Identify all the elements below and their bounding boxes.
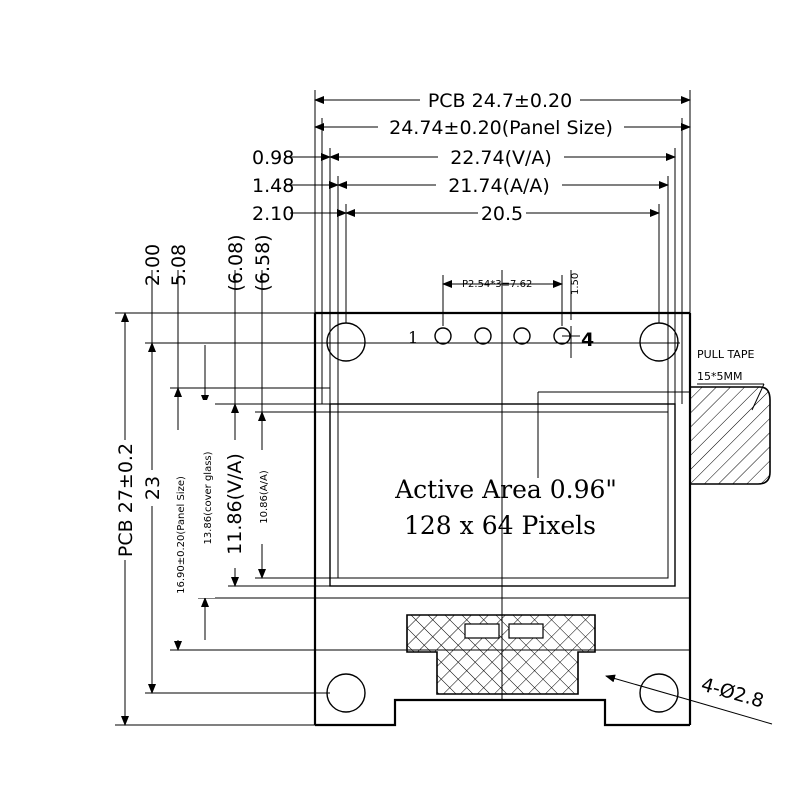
pcb-height-label: PCB 27±0.2 (115, 443, 137, 557)
active-area-title: Active Area 0.96" (394, 475, 617, 504)
top-offset-658-label: (6.58) (252, 234, 274, 291)
pin-2 (474, 327, 492, 345)
panel-height-label: 16.90±0.20(Panel Size) (176, 476, 187, 594)
hole-vspan-label: 23 (142, 476, 164, 500)
pin-3 (513, 327, 531, 345)
top-offset-200-label: 2.00 (142, 244, 164, 286)
pin-diameter-label: 1.50 (570, 273, 581, 295)
mounting-hole-bottom-left (326, 673, 366, 713)
va-offset-label: 0.98 (252, 147, 294, 169)
mounting-hole-top-left (326, 322, 366, 362)
mounting-hole-bottom-right (639, 673, 679, 713)
hole-offset-label: 2.10 (252, 203, 294, 225)
pin-first-label: 1 (408, 328, 418, 347)
aa-offset-label: 1.48 (252, 175, 294, 197)
mounting-hole-top-right (639, 322, 679, 362)
hole-span-label: 20.5 (481, 203, 523, 225)
header-pins: 1 4 (408, 326, 594, 358)
pull-tape-label: PULL TAPE (697, 348, 754, 361)
va-width-label: 22.74(V/A) (450, 147, 552, 169)
vertical-dimensions: PCB 27±0.2 23 16.90±0.20(Panel Size) 13.… (112, 234, 338, 726)
pin-pitch-label: P2.54*3=7.62 (462, 279, 532, 290)
pcb-width-label: PCB 24.7±0.20 (428, 90, 572, 112)
aa-width-label: 21.74(A/A) (448, 175, 550, 197)
top-offset-608-label: (6.08) (225, 234, 247, 291)
active-area-pixels: 128 x 64 Pixels (404, 511, 596, 540)
aa-height-label: 10.86(A/A) (259, 470, 270, 524)
horizontal-dimensions: PCB 24.7±0.20 24.74±0.20(Panel Size) 22.… (252, 88, 691, 412)
pull-tape: PULL TAPE 15*5MM (690, 348, 771, 485)
pin-last-label: 4 (581, 329, 594, 351)
pin-pitch-dimension: P2.54*3=7.62 1.50 (442, 270, 581, 326)
top-offset-508-label: 5.08 (168, 244, 190, 286)
va-height-label: 11.86(V/A) (224, 453, 246, 555)
pull-tape-size: 15*5MM (697, 370, 742, 383)
center-lines (145, 270, 690, 700)
flex-connector (406, 614, 596, 695)
pin-1 (434, 327, 452, 345)
panel-width-label: 24.74±0.20(Panel Size) (389, 117, 613, 139)
cover-glass-label: 13.86(cover glass) (203, 451, 214, 544)
hole-diameter-label: 4-Ø2.8 (699, 674, 767, 713)
